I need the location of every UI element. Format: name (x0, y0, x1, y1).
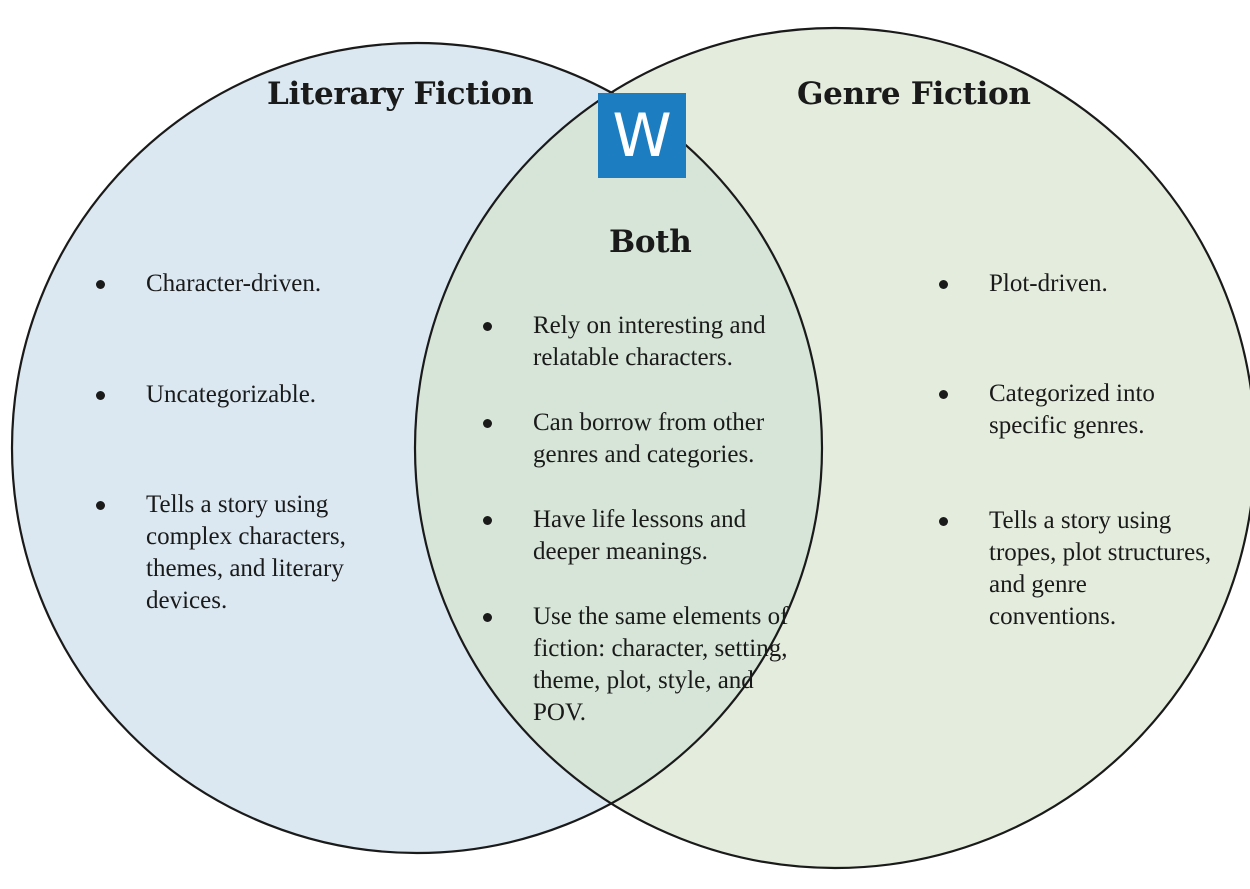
list-item: Plot-driven. (937, 268, 1217, 300)
list-item: Categorized into specific genres. (937, 378, 1217, 442)
list-item: Rely on interesting and relatable charac… (481, 310, 791, 374)
list-item: Tells a story using tropes, plot structu… (937, 505, 1217, 633)
w-logo: W (598, 93, 686, 178)
list-item: Tells a story using complex characters, … (94, 489, 364, 617)
list-item: Character-driven. (94, 268, 364, 300)
genre-fiction-heading: Genre Fiction (797, 76, 1031, 112)
both-heading: Both (609, 224, 692, 260)
overlap-region (415, 43, 822, 853)
list-item: Use the same elements of fiction: charac… (481, 601, 791, 729)
literary-fiction-list: Character-driven. Uncategorizable. Tells… (94, 268, 364, 617)
list-item: Have life lessons and deeper meanings. (481, 504, 791, 568)
both-list: Rely on interesting and relatable charac… (481, 310, 791, 729)
list-item: Can borrow from other genres and categor… (481, 407, 791, 471)
list-item: Uncategorizable. (94, 379, 364, 411)
literary-fiction-heading: Literary Fiction (267, 76, 534, 112)
genre-fiction-list: Plot-driven. Categorized into specific g… (937, 268, 1217, 633)
